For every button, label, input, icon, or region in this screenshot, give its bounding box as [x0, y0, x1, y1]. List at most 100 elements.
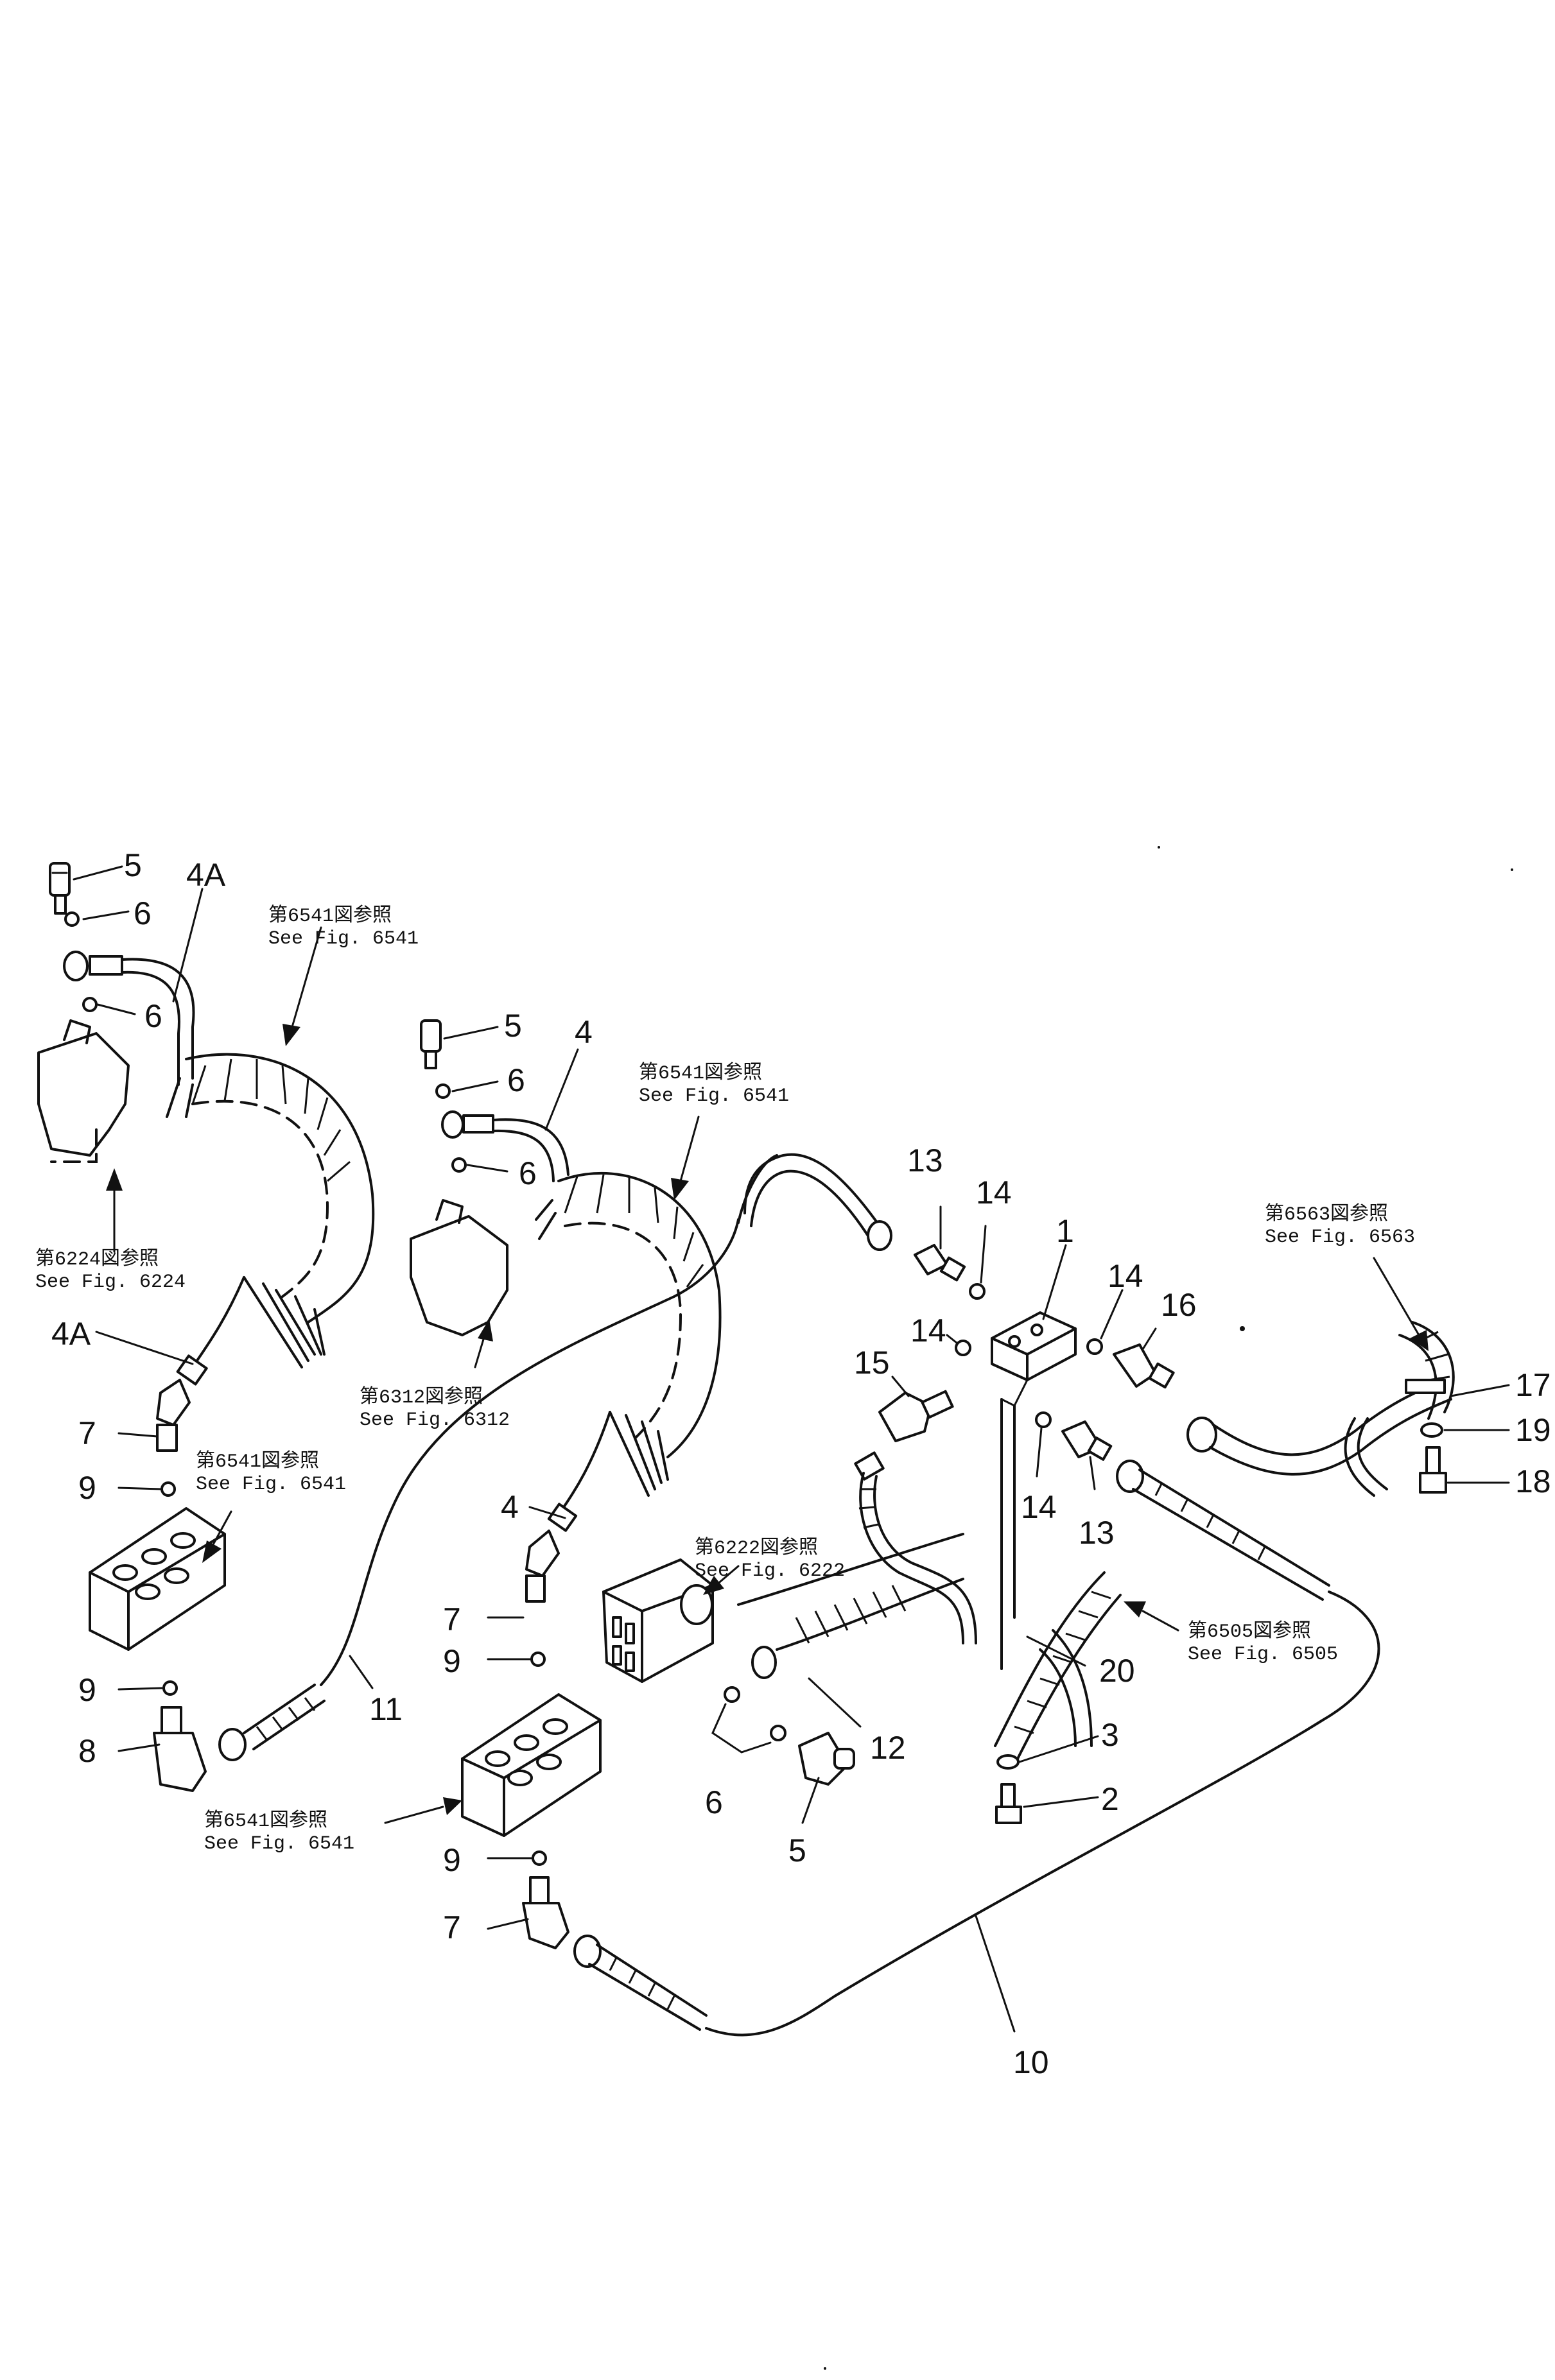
right-assembly: [602, 1244, 1455, 1824]
callout-11: 11: [369, 1691, 403, 1727]
callout-15: 15: [854, 1345, 890, 1381]
callout-14: 14: [910, 1313, 946, 1349]
callout-19: 19: [1515, 1412, 1551, 1448]
hose-4A-lower: [191, 1276, 245, 1368]
callout-5: 5: [124, 847, 142, 883]
protective-sleeve-left: [166, 1053, 375, 1368]
callout-12: 12: [870, 1730, 906, 1766]
callout-6: 6: [519, 1155, 537, 1191]
callout-14: 14: [1021, 1489, 1057, 1525]
hose-11: [218, 1154, 778, 1761]
fitting-13-bottom: [1061, 1420, 1113, 1461]
reference-jp: 第6541図参照: [639, 1062, 762, 1085]
callout-18: 18: [1515, 1463, 1551, 1499]
sleeve-20: [994, 1571, 1122, 1766]
callout-9: 9: [78, 1470, 96, 1506]
reference-en: See Fig. 6222: [695, 1560, 845, 1582]
hose-to-elbow-15: [854, 1451, 977, 1644]
elbow-8: [153, 1706, 207, 1792]
washer-3: [996, 1754, 1020, 1770]
reference-en: See Fig. 6541: [268, 928, 419, 950]
callout-6: 6: [705, 1784, 723, 1820]
reference-notes: 第6541図参照 See Fig. 6541 第6224図参照 See Fig.…: [35, 904, 1415, 1855]
callout-8: 8: [78, 1733, 96, 1769]
callout-20: 20: [1099, 1653, 1135, 1689]
reference-en: See Fig. 6541: [196, 1474, 346, 1496]
reference-jp: 第6312図参照: [360, 1386, 483, 1409]
hose-upper-middle: [743, 1153, 892, 1251]
harness-12: [737, 1533, 964, 1679]
o-ring-14-top: [969, 1283, 986, 1300]
callout-numbers: 5 6 4A 6 4A 7 9 9 8 11 5 6 4 6 4 7 9 9 7…: [51, 847, 1551, 2080]
callout-6: 6: [144, 998, 162, 1034]
o-ring-6-right-b: [770, 1725, 786, 1741]
reference-jp: 第6222図参照: [695, 1537, 818, 1560]
scan-specks: [824, 846, 1513, 2370]
reference-en: See Fig. 6505: [1188, 1644, 1338, 1666]
reference-en: See Fig. 6312: [360, 1410, 510, 1431]
hose-10: [573, 1591, 1380, 2037]
bracket-line: [1000, 1398, 1016, 1670]
fitting-5-left: [49, 862, 71, 915]
pump-body-6224: [37, 1019, 130, 1163]
callout-5: 5: [788, 1832, 806, 1868]
callout-4A: 4A: [186, 857, 226, 893]
elbow-7-middle-bottom: [522, 1876, 569, 1949]
callout-17: 17: [1515, 1367, 1551, 1403]
reference-en: See Fig. 6541: [204, 1833, 354, 1855]
reference-en: See Fig. 6563: [1265, 1227, 1415, 1248]
o-ring-6-right-a: [724, 1686, 740, 1703]
left-assembly: [37, 862, 778, 1792]
o-ring-9-left-bottom: [162, 1680, 178, 1696]
hose-4A-upper: [63, 951, 195, 1086]
leader-lines: [73, 865, 1510, 2033]
callout-9: 9: [78, 1672, 96, 1708]
callout-10: 10: [1013, 2044, 1049, 2080]
reference-jp: 第6541図参照: [204, 1809, 327, 1832]
o-ring-14-bottom: [1035, 1411, 1052, 1428]
hose-4-lower: [557, 1411, 611, 1516]
callout-14: 14: [1108, 1258, 1143, 1294]
bolt-5-right: [798, 1732, 855, 1786]
bolt-2: [995, 1783, 1022, 1824]
reference-en: See Fig. 6224: [35, 1272, 186, 1293]
callout-6: 6: [134, 895, 152, 931]
fitting-5-middle: [420, 1019, 442, 1069]
callout-7: 7: [78, 1415, 96, 1451]
reference-arrows: [106, 926, 1429, 1824]
reference-jp: 第6224図参照: [35, 1248, 159, 1271]
callout-2: 2: [1101, 1781, 1119, 1817]
o-ring-9-left-top: [161, 1481, 176, 1497]
connector-6222: [602, 1558, 714, 1683]
callout-7: 7: [443, 1601, 461, 1637]
manifold-block-left: [89, 1507, 226, 1651]
o-ring-6-middle-bottom: [451, 1157, 467, 1173]
reference-jp: 第6541図参照: [268, 904, 392, 927]
clamp-17: [1398, 1321, 1455, 1420]
callout-4: 4: [575, 1014, 593, 1050]
callout-3: 3: [1101, 1717, 1119, 1753]
bolt-18: [1419, 1446, 1447, 1494]
reference-jp: 第6505図参照: [1188, 1620, 1311, 1643]
o-ring-6-middle-top: [435, 1083, 451, 1099]
manifold-block-middle: [461, 1693, 602, 1837]
callout-4: 4: [501, 1489, 519, 1525]
callout-6: 6: [507, 1062, 525, 1098]
protective-sleeve-middle: [535, 1171, 722, 1497]
elbow-7-left: [156, 1354, 208, 1452]
reference-jp: 第6563図参照: [1265, 1203, 1388, 1226]
elbow-15: [878, 1390, 954, 1442]
callout-13: 13: [907, 1143, 943, 1178]
callout-9: 9: [443, 1842, 461, 1878]
callout-13: 13: [1079, 1515, 1115, 1551]
pump-body-6312: [410, 1199, 508, 1336]
callout-4A: 4A: [51, 1316, 91, 1352]
fitting-13-top: [914, 1244, 966, 1282]
elbow-7-middle-top: [525, 1503, 578, 1603]
reference-jp: 第6541図参照: [196, 1450, 319, 1473]
sensor-16: [1113, 1343, 1175, 1389]
o-ring-9-middle-top: [530, 1651, 546, 1667]
o-ring-14-right: [1086, 1338, 1103, 1355]
o-ring-6-left-top: [64, 911, 80, 927]
